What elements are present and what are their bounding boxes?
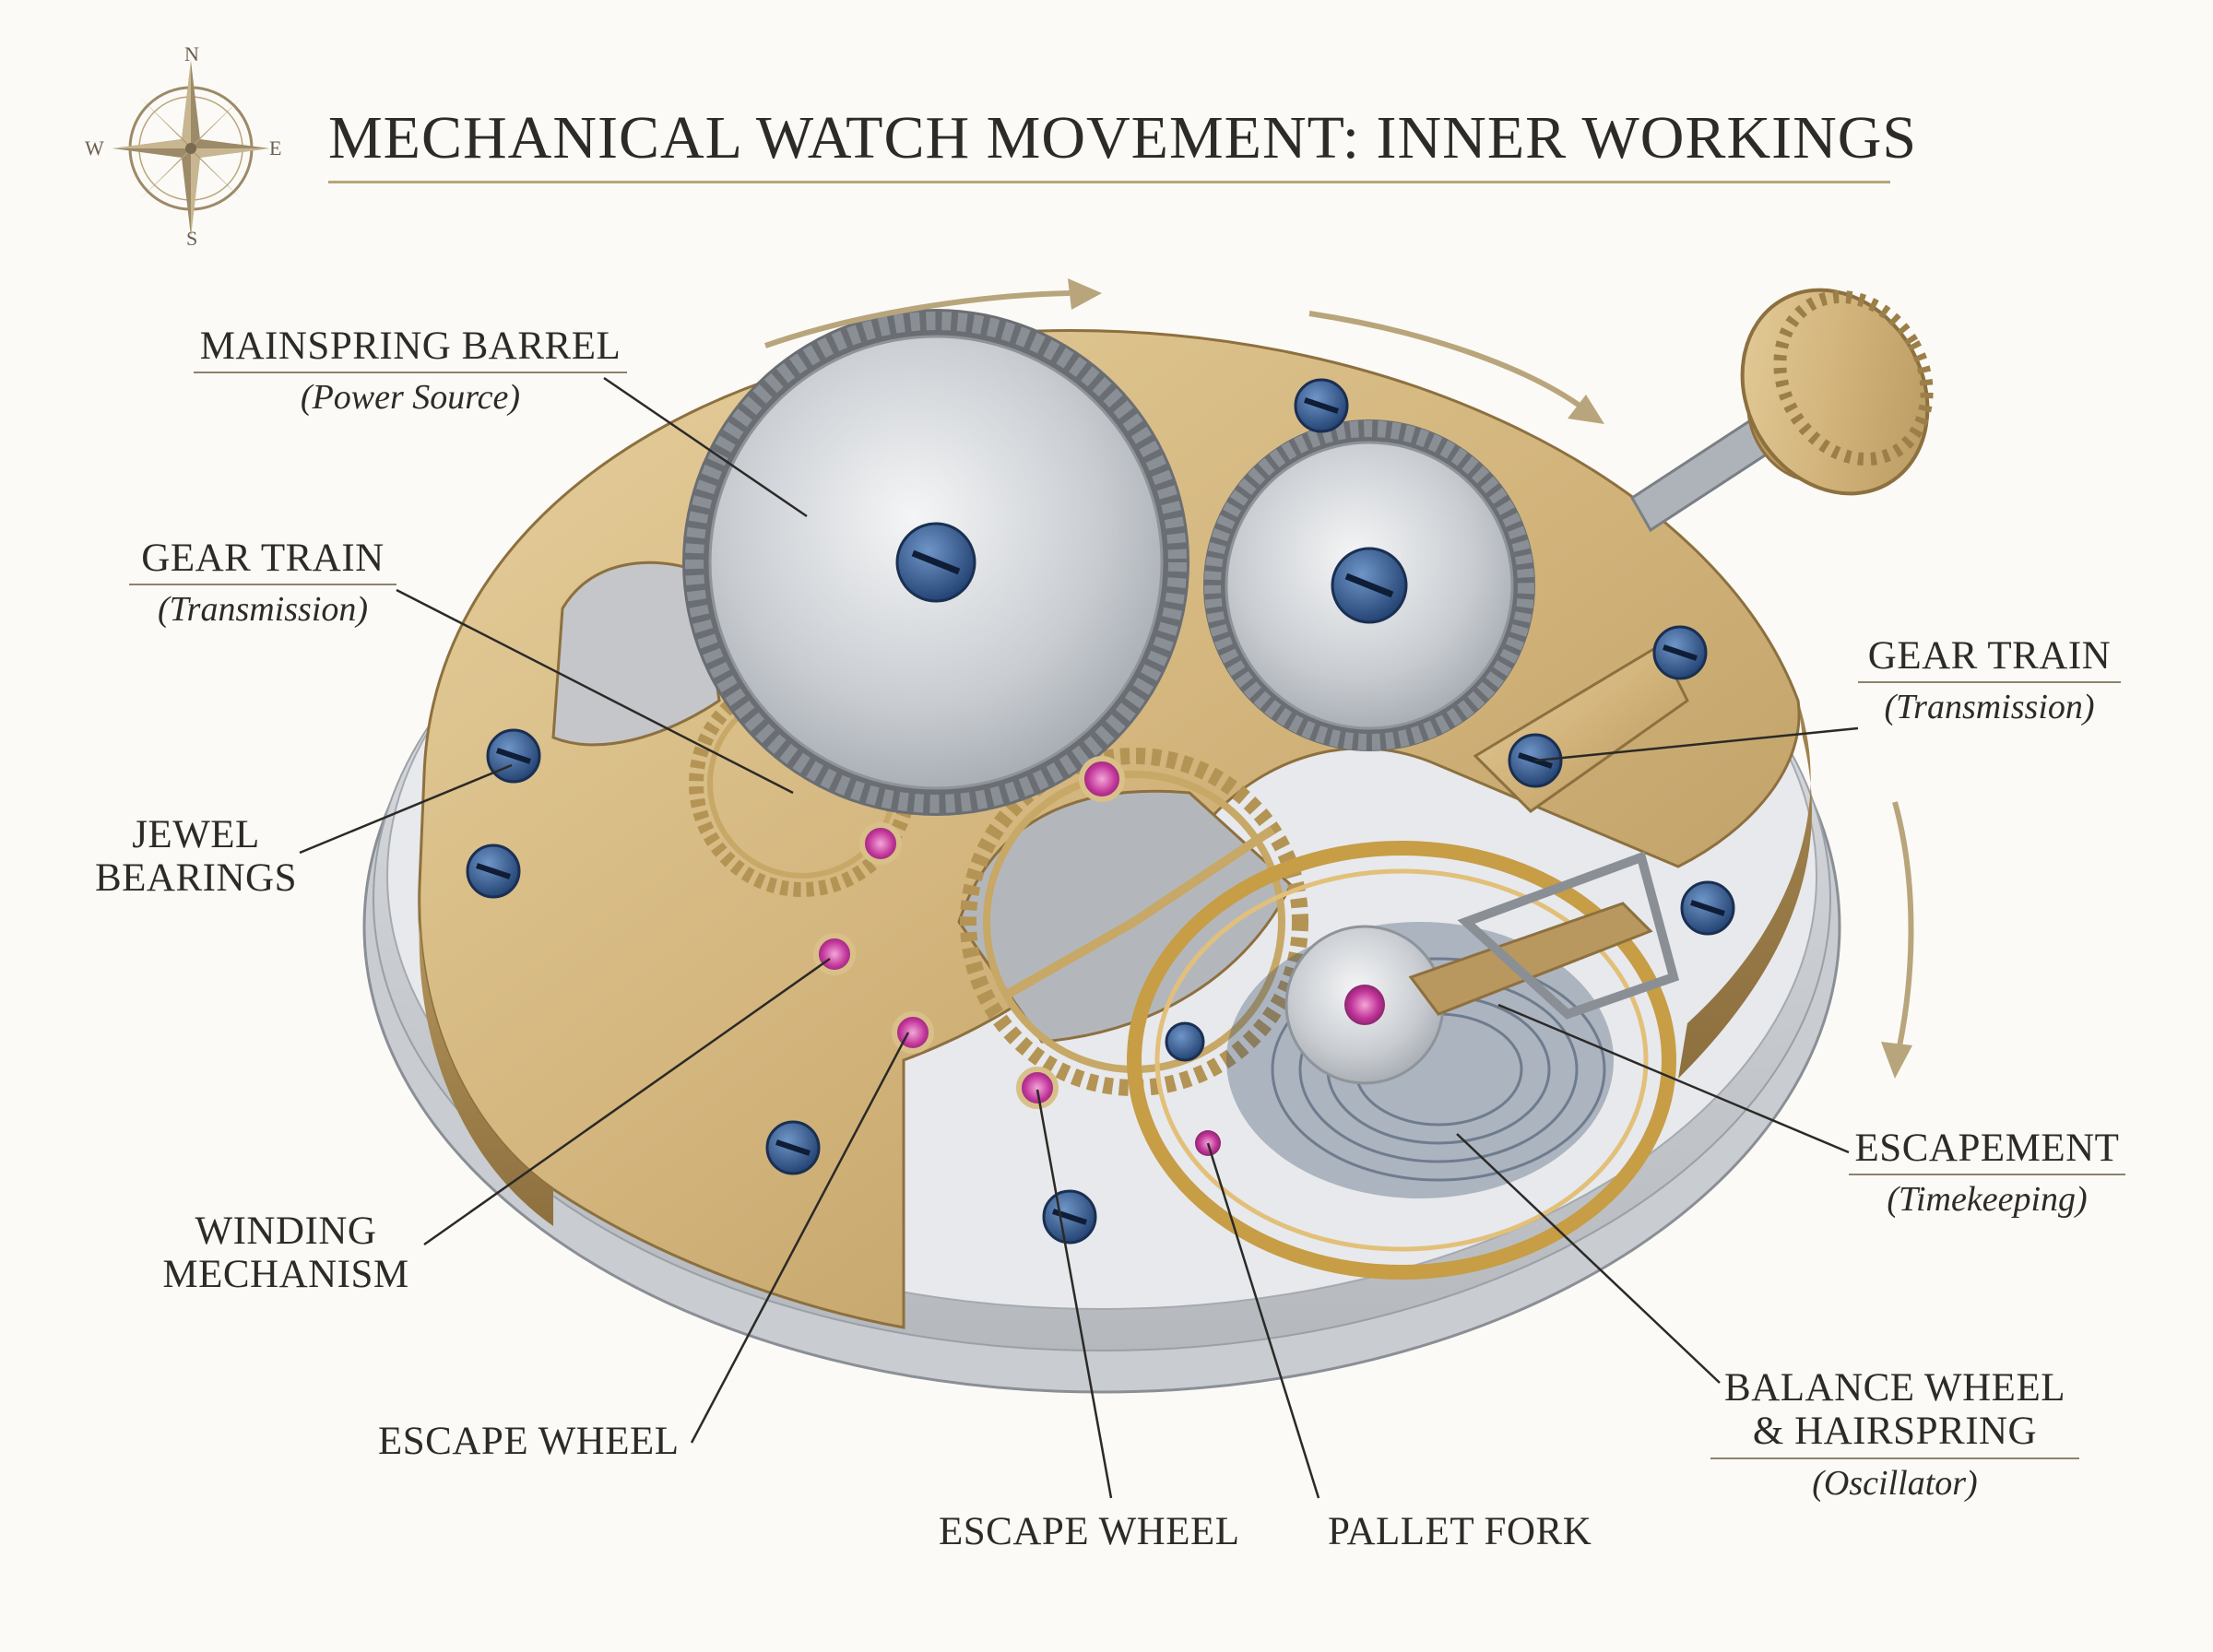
arrow-top-left: [764, 290, 1071, 348]
label-balance-wheel: BALANCE WHEEL & HAIRSPRING (Oscillator): [1710, 1366, 2079, 1503]
screw: [1294, 378, 1349, 433]
label-rule: [129, 584, 396, 586]
label-balance-subtitle: (Oscillator): [1812, 1463, 1978, 1503]
title-underline: [328, 181, 1890, 183]
mainspring-barrel: [682, 309, 1189, 816]
label-mainspring-title: MAINSPRING BARREL: [199, 324, 621, 368]
screw: [1680, 880, 1735, 936]
label-escape-wheel-left: ESCAPE WHEEL: [378, 1420, 680, 1463]
label-mainspring-barrel: MAINSPRING BARREL (Power Source): [194, 324, 627, 418]
compass-icon: [112, 61, 269, 236]
leader-balance: [1456, 1133, 1721, 1384]
label-rule: [194, 372, 627, 374]
label-winding-mechanism: WINDING MECHANISM: [148, 1210, 424, 1297]
label-rule: [1858, 681, 2121, 684]
leader-gear-train-left: [396, 588, 794, 795]
leader-jewel: [299, 763, 513, 855]
label-jewel-line2: BEARINGS: [94, 856, 298, 901]
screw: [1652, 625, 1708, 680]
compass-rose: N S E W: [85, 42, 297, 254]
label-escape-wheel-left-title: ESCAPE WHEEL: [378, 1420, 680, 1463]
balance-wheel: [1127, 841, 1676, 1280]
label-jewel-line1: JEWEL: [132, 813, 260, 856]
label-escapement-title: ESCAPEMENT: [1854, 1127, 2120, 1170]
screw: [765, 1120, 821, 1175]
leader-winding: [423, 957, 831, 1246]
screw: [1042, 1189, 1097, 1245]
winding-crown: [1629, 288, 1934, 533]
leader-escape-wheel-bottom: [1035, 1089, 1113, 1499]
label-gear-train-left-title: GEAR TRAIN: [141, 537, 385, 580]
label-balance-line2: & HAIRSPRING: [1752, 1410, 2038, 1454]
compass-north-label: N: [184, 42, 199, 65]
arrow-top-right: [1308, 311, 1588, 413]
screw: [1165, 1021, 1205, 1062]
page-title: MECHANICAL WATCH MOVEMENT: INNER WORKING…: [328, 104, 1918, 171]
screw: [466, 844, 521, 899]
compass-south-label: S: [186, 227, 198, 250]
label-mainspring-subtitle: (Power Source): [300, 378, 521, 418]
compass-west-label: W: [85, 136, 104, 159]
arrow-right: [1892, 801, 1914, 1047]
crown-wheel: [1203, 419, 1535, 751]
label-rule: [1849, 1174, 2125, 1176]
rotation-arrows: [764, 278, 1914, 1079]
label-winding-line1: WINDING: [195, 1210, 377, 1253]
label-gear-train-left: GEAR TRAIN (Transmission): [129, 537, 396, 630]
leader-mainspring: [603, 376, 808, 518]
leader-lines: [299, 376, 1859, 1499]
label-escapement: ESCAPEMENT (Timekeeping): [1849, 1127, 2125, 1220]
leader-escapement: [1497, 1003, 1850, 1154]
label-rule: [1710, 1457, 2079, 1459]
label-gear-train-right: GEAR TRAIN (Transmission): [1858, 634, 2121, 727]
label-gear-train-left-subtitle: (Transmission): [157, 590, 369, 630]
label-jewel-bearings: JEWEL BEARINGS: [88, 813, 304, 901]
label-gear-train-right-subtitle: (Transmission): [1884, 688, 2095, 727]
leader-escape-wheel-left: [690, 1032, 910, 1444]
label-escapement-subtitle: (Timekeeping): [1887, 1180, 2088, 1220]
label-escape-wheel-bottom-title: ESCAPE WHEEL: [939, 1510, 1240, 1553]
label-pallet-fork: PALLET FORK: [1328, 1510, 1592, 1553]
label-balance-line1: BALANCE WHEEL: [1724, 1366, 2065, 1410]
label-pallet-fork-title: PALLET FORK: [1328, 1510, 1592, 1553]
leader-gear-train-right: [1534, 726, 1859, 762]
label-escape-wheel-bottom: ESCAPE WHEEL: [939, 1510, 1240, 1553]
label-gear-train-right-title: GEAR TRAIN: [1867, 634, 2112, 678]
regulator-index: [1408, 851, 1680, 1020]
compass-east-label: E: [269, 136, 282, 159]
leader-pallet-fork: [1206, 1142, 1320, 1499]
screw: [486, 728, 541, 784]
label-winding-line2: MECHANISM: [162, 1253, 409, 1297]
